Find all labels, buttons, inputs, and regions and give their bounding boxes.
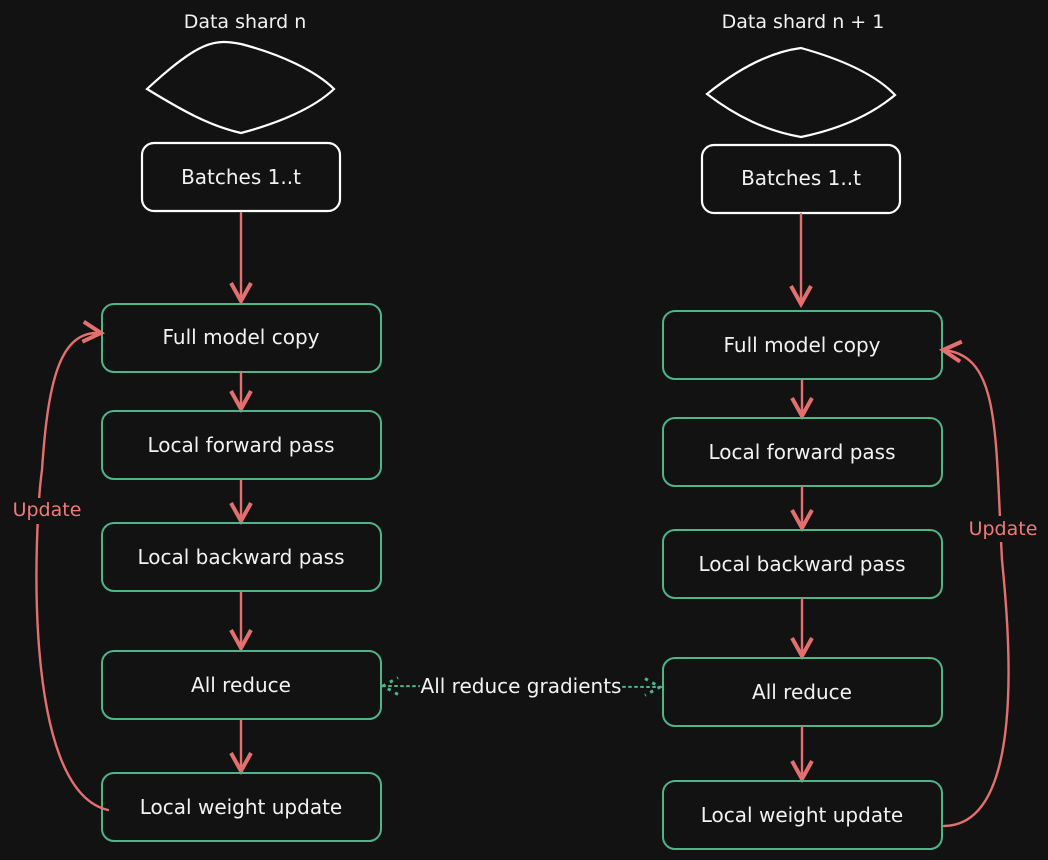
left-all-reduce-label: All reduce xyxy=(191,673,291,697)
left-backward-pass-label: Local backward pass xyxy=(137,545,344,569)
all-reduce-gradients-label-bg xyxy=(420,674,622,700)
right-update-loop-arrow xyxy=(943,350,1010,828)
left-update-label-bg xyxy=(8,498,86,524)
left-weight-update-label: Local weight update xyxy=(140,795,342,819)
right-weight-update-label: Local weight update xyxy=(701,803,903,827)
left-update-loop-arrow xyxy=(35,333,110,812)
right-backward-pass-label: Local backward pass xyxy=(698,552,905,576)
left-full-model-copy-label: Full model copy xyxy=(163,325,320,349)
left-batches-label: Batches 1..t xyxy=(181,165,301,189)
left-shard-title: Data shard n xyxy=(184,11,307,33)
right-all-reduce-label: All reduce xyxy=(752,680,852,704)
right-update-label-bg xyxy=(964,516,1042,542)
left-data-shard-shape xyxy=(145,40,336,135)
right-weight-update-box xyxy=(662,780,943,850)
right-shard-title: Data shard n + 1 xyxy=(722,11,885,33)
left-update-label: Update xyxy=(13,499,82,521)
all-reduce-gradients-label: All reduce gradients xyxy=(421,674,622,698)
right-full-model-copy-label: Full model copy xyxy=(724,333,881,357)
right-update-label: Update xyxy=(969,518,1038,540)
right-data-shard-shape xyxy=(705,46,897,139)
right-batches-label: Batches 1..t xyxy=(741,166,861,190)
left-forward-pass-label: Local forward pass xyxy=(147,433,334,457)
left-batches-box xyxy=(140,141,342,213)
right-forward-pass-label: Local forward pass xyxy=(708,440,895,464)
